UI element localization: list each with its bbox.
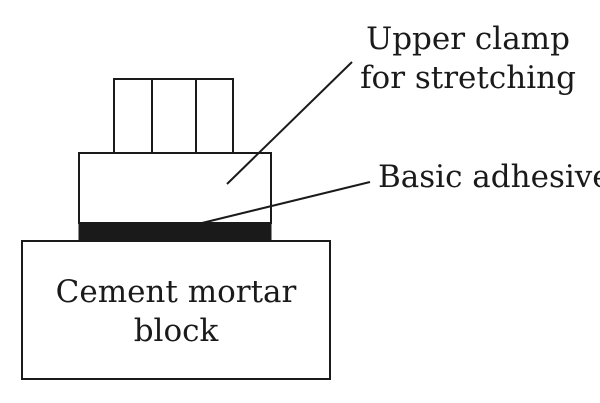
basic-adhesive-layer bbox=[78, 222, 272, 242]
cement-mortar-label-line2: block bbox=[134, 313, 219, 349]
basic-adhesive-label: Basic adhesive bbox=[378, 159, 600, 195]
cement-mortar-label-line1: Cement mortar bbox=[56, 274, 297, 310]
upper-clamp-label-line2: for stretching bbox=[360, 60, 576, 96]
basic-adhesive-leader-line bbox=[201, 181, 371, 224]
upper-clamp-base bbox=[78, 152, 272, 224]
upper-clamp-label-line1: Upper clamp bbox=[366, 21, 570, 57]
cement-mortar-block bbox=[21, 240, 331, 380]
upper-clamp-leader-line bbox=[226, 61, 353, 185]
upper-clamp-handle bbox=[113, 78, 234, 154]
